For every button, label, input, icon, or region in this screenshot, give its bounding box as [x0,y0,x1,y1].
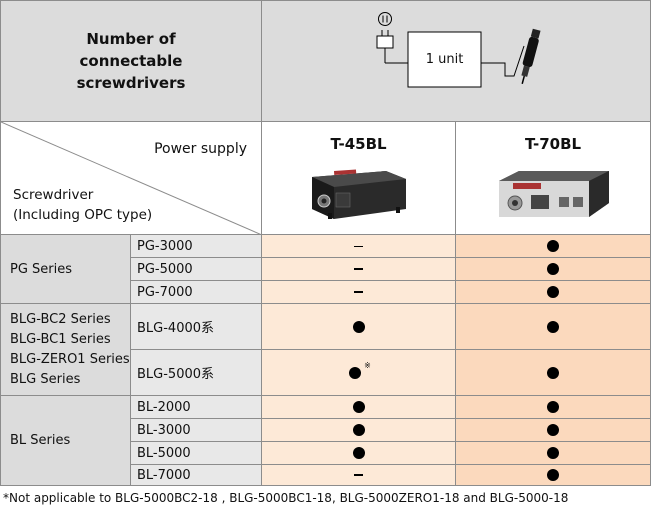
group-pg-series: PG Series [0,234,130,303]
cell-t45bl [261,280,455,303]
diagonal-divider [1,122,262,235]
axis-header-cell: Power supply Screwdriver (Including OPC … [0,121,262,235]
supported-dot [547,424,559,436]
supported-dot [547,286,559,298]
supported-dot [547,263,559,275]
model-name: BL-2000 [137,399,191,415]
model-cell: BL-3000 [130,418,261,441]
controller-t45bl-image [311,169,406,219]
power-outlet-icon [378,12,392,26]
screwdriver-sub-label: (Including OPC type) [13,207,153,223]
group-bl-series: BL Series [0,395,130,486]
screwdriver-label: Screwdriver [13,187,94,203]
header-diagram-cell: 1 unit [261,0,651,121]
power-supply-label: Power supply [154,141,247,157]
supply-name-t45bl: T-45BL [330,135,387,153]
note-mark: ※ [364,361,371,370]
cell-t70bl [455,234,651,257]
not-supported-dash [354,291,363,293]
model-name: PG-5000 [137,261,193,277]
model-cell: BL-5000 [130,441,261,464]
connection-diagram [376,12,541,88]
supported-dot [547,469,559,481]
supported-dot [352,401,365,413]
cell-t45bl [261,303,455,349]
model-cell: PG-5000 [130,257,261,280]
header-title: Number of connectable screwdrivers [76,30,186,92]
model-cell: PG-3000 [130,234,261,257]
supported-dot [352,447,365,459]
cell-t70bl [455,280,651,303]
model-name: BL-5000 [137,445,191,461]
unit-box [407,31,482,88]
supply-header-t45bl: T-45BL [261,121,455,234]
cell-t70bl [455,464,651,486]
cell-t45bl [261,464,455,486]
cell-t45bl [261,234,455,257]
model-cell: BLG-4000系 [130,303,261,349]
cell-t70bl [455,349,651,395]
supported-dot [547,401,559,413]
cell-t45bl [261,441,455,464]
supported-dot [547,366,559,379]
supported-dot [547,447,559,459]
supported-dot [547,320,559,333]
supply-name-t70bl: T-70BL [524,135,582,153]
plug-icon [376,30,408,64]
not-supported-dash [354,245,363,247]
model-cell: BL-7000 [130,464,261,486]
cell-t70bl [455,257,651,280]
group-label: BL Series [10,433,71,448]
model-name: BL-3000 [137,422,191,438]
unit-box-label: 1 unit [425,52,464,67]
model-name: BL-7000 [137,467,191,483]
cell-t70bl [455,303,651,349]
supported-dot [547,240,559,252]
cell-t45bl [261,418,455,441]
group-blg-series: BLG-BC2 Series BLG-BC1 Series BLG-ZERO1 … [0,303,130,395]
cell-t45bl: ※ [261,349,455,395]
header-left-cell: Number of connectable screwdrivers [0,0,261,121]
model-name: BLG-4000系 [137,321,215,336]
group-label: BLG Series [10,371,81,387]
model-name: PG-3000 [137,238,193,254]
cell-t45bl [261,395,455,418]
model-name: PG-7000 [137,284,193,300]
cell-t70bl [455,418,651,441]
model-name: BLG-5000系 [137,367,215,382]
group-label: PG Series [10,261,73,277]
compatibility-table: Number of connectable screwdrivers [0,0,651,486]
controller-t70bl-image [499,171,609,217]
supply-header-t70bl: T-70BL [455,121,651,234]
model-cell: PG-7000 [130,280,261,303]
model-cell: BL-2000 [130,395,261,418]
cell-t45bl [261,257,455,280]
not-supported-dash [354,268,363,270]
cell-t70bl [455,441,651,464]
model-cell: BLG-5000系 [130,349,261,395]
group-label: BLG-ZERO1 Series [10,351,130,367]
supported-dot [349,366,362,379]
group-label: BLG-BC1 Series [10,331,111,347]
footnote: *Not applicable to BLG-5000BC2-18 , BLG-… [3,491,569,505]
not-supported-dash [354,474,363,476]
cell-t70bl [455,395,651,418]
supported-dot [352,320,365,333]
group-label: BLG-BC2 Series [10,311,111,327]
supported-dot [352,424,365,436]
screwdriver-icon [521,28,541,85]
